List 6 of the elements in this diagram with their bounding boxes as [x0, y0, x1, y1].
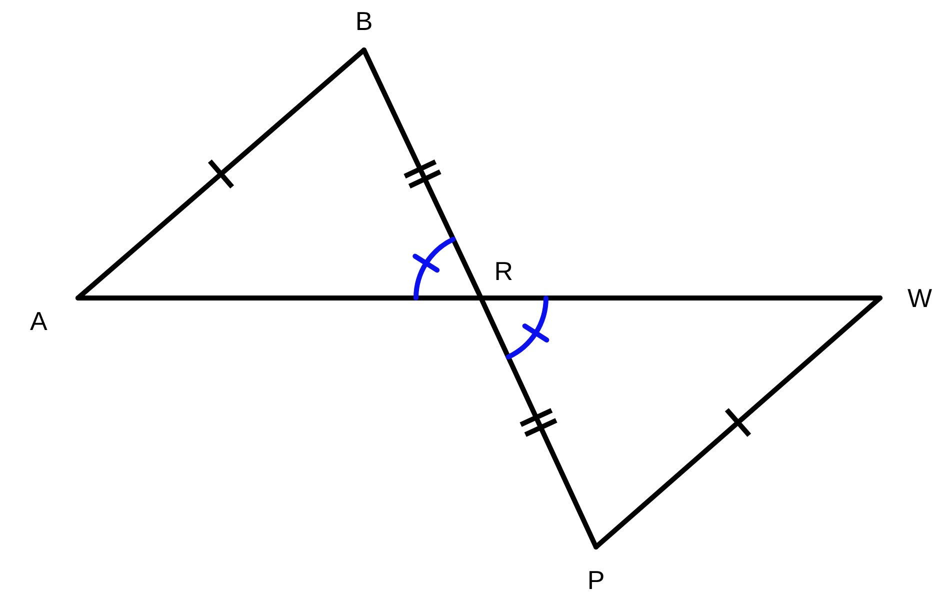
point-label: B: [344, 8, 384, 50]
line-segment: [594, 296, 882, 550]
point-label: A: [30, 298, 78, 334]
point-label: P: [576, 547, 616, 593]
point-label: W: [880, 280, 932, 316]
point-label: R: [481, 258, 513, 298]
